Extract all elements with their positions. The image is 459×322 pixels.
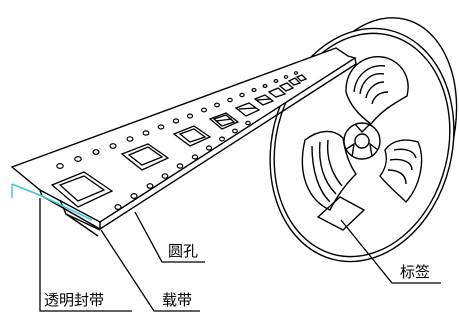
pockets bbox=[50, 74, 308, 208]
pocket bbox=[287, 77, 302, 86]
pocket bbox=[172, 125, 212, 147]
reel-label bbox=[316, 196, 366, 231]
reel-window-top bbox=[345, 56, 409, 125]
sprocket-holes-front bbox=[56, 71, 299, 170]
leader-cover-tape bbox=[39, 198, 132, 312]
reel-front-flange-edge bbox=[273, 32, 451, 258]
pocket bbox=[295, 74, 308, 82]
reel bbox=[269, 17, 458, 263]
cover-tape bbox=[11, 183, 93, 221]
leader-label bbox=[340, 219, 441, 284]
label-cover-tape: 透明封带 bbox=[44, 291, 104, 309]
pocket bbox=[50, 171, 114, 208]
reel-window-right bbox=[379, 139, 423, 204]
pocket bbox=[120, 143, 170, 171]
pocket bbox=[278, 82, 295, 92]
leader-hole bbox=[134, 211, 205, 263]
pocket bbox=[234, 102, 261, 117]
label-carrier-tape: 载带 bbox=[162, 291, 192, 309]
carrier-tape bbox=[10, 47, 357, 237]
reel-hub bbox=[343, 122, 381, 160]
pocket bbox=[208, 112, 240, 130]
pocket bbox=[267, 87, 287, 98]
label-reel-label: 标签 bbox=[400, 263, 430, 281]
pocket bbox=[253, 94, 275, 106]
leader-carrier-tape bbox=[100, 229, 200, 312]
leader-lines bbox=[39, 198, 441, 312]
reel-window-left bbox=[301, 130, 357, 211]
label-hole: 圆孔 bbox=[168, 242, 198, 260]
sprocket-holes-near bbox=[114, 120, 251, 211]
